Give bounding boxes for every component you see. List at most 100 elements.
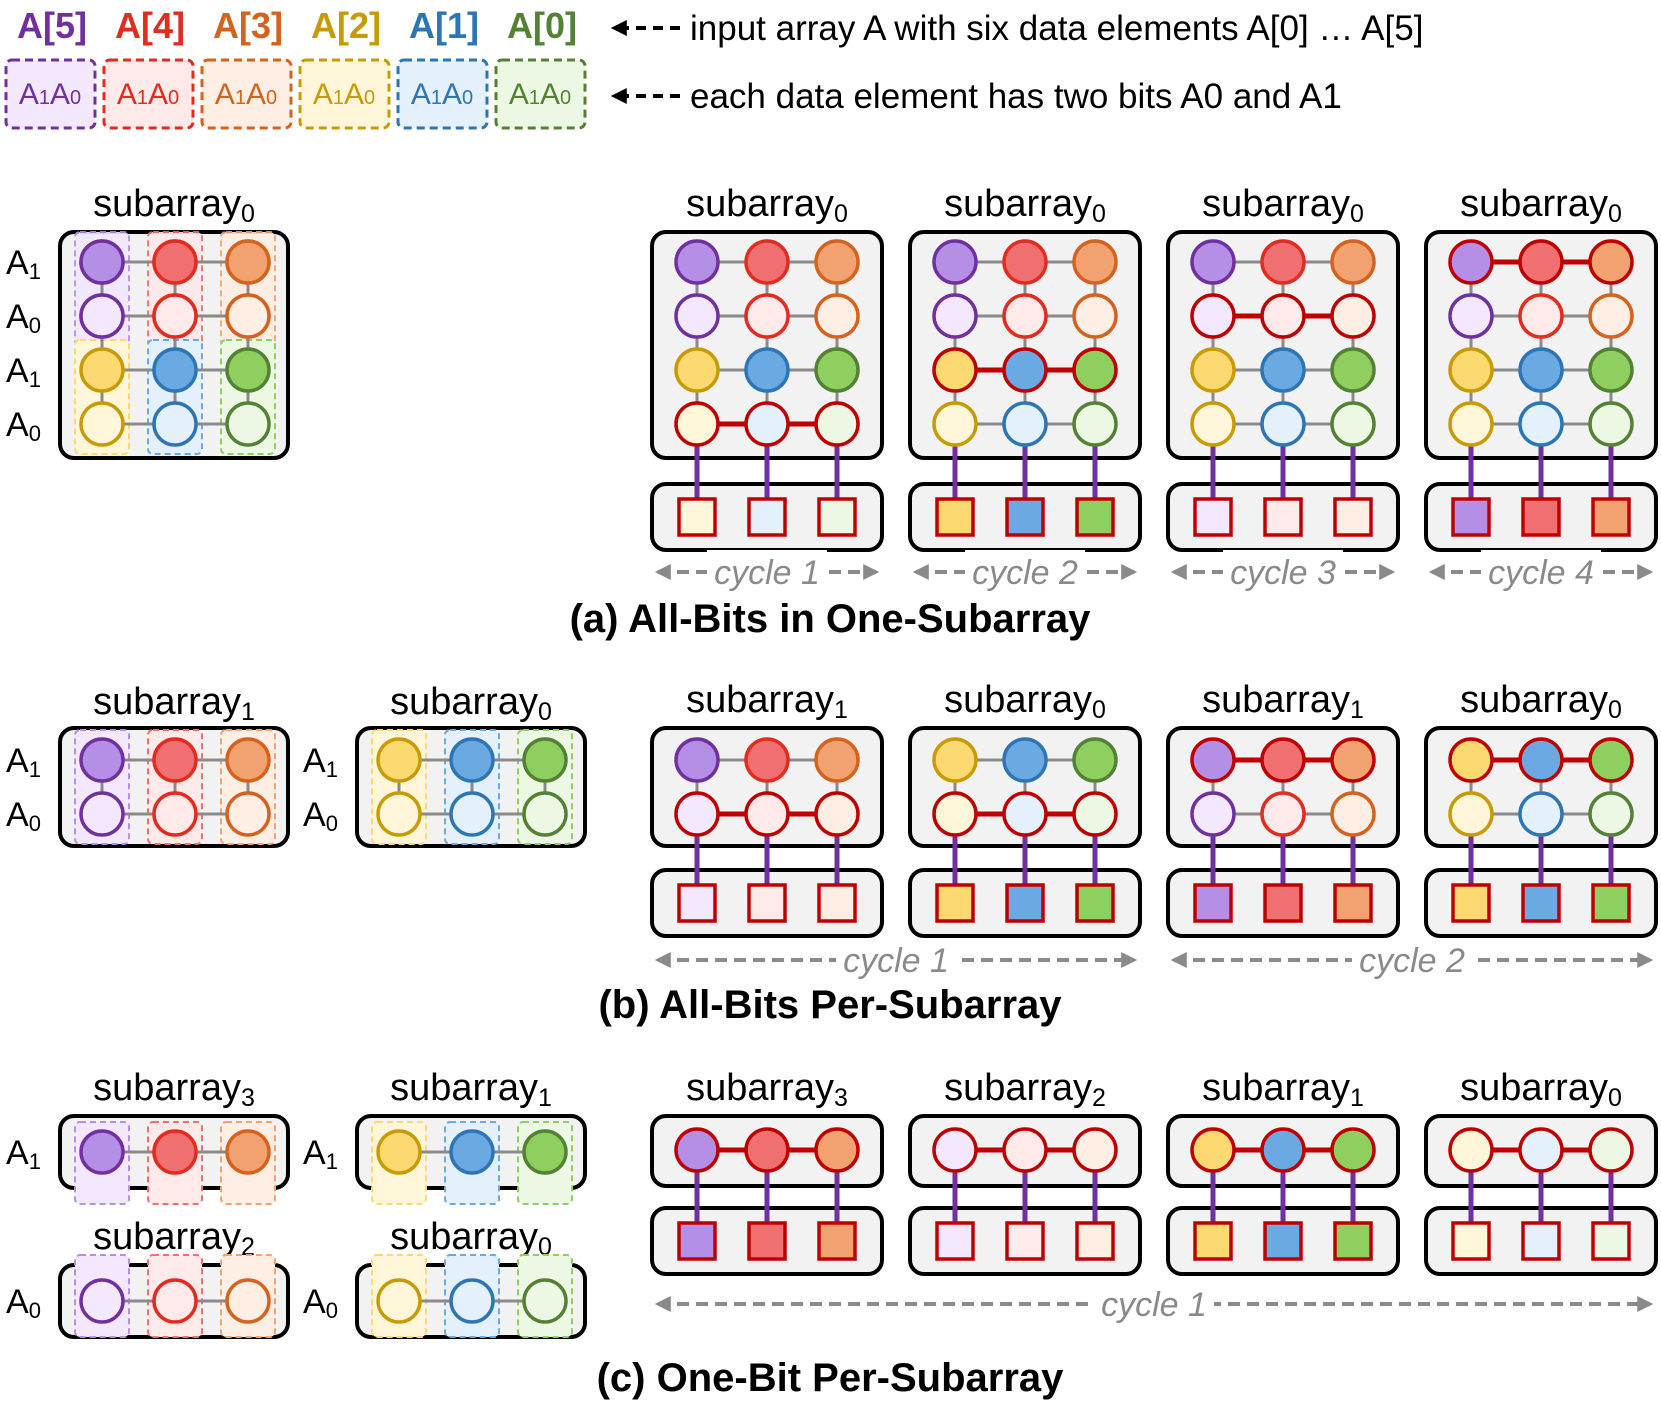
cell-circle [1448,239,1494,285]
cycle-label-bg [1352,938,1472,978]
cell-circle [225,791,271,837]
cell-circle [932,293,978,339]
legend-bit-box [200,58,293,130]
buffer-cell [1333,883,1373,923]
cycle-label: cycle 2 [972,554,1078,592]
cell-circle [522,737,568,783]
buffer-cell [1521,497,1561,537]
cell-circle [449,1278,495,1324]
cell-circle [1072,1127,1118,1173]
cell-circle [79,401,125,447]
cell-circle [522,1129,568,1175]
legend-element-label: A[4] [115,5,185,46]
cell-circle [1588,347,1634,393]
cell-circle [225,1278,271,1324]
cell-circle [1002,791,1048,837]
caption-c: (c) One-Bit Per-Subarray [597,1356,1065,1400]
cell-circle [1330,791,1376,837]
cell-circle [79,239,125,285]
cell-circle [1330,401,1376,447]
buffer-cell [1005,883,1045,923]
cell-circle [932,347,978,393]
legend-bits-text: each data element has two bits A0 and A1 [690,77,1342,116]
cell-circle [1330,1127,1376,1173]
cell-circle [1190,347,1236,393]
cell-circle [1260,239,1306,285]
cell-circle [1588,239,1634,285]
step-subarray-title: subarray0 [1460,183,1622,228]
cell-circle [1330,737,1376,783]
cell-circle [79,1129,125,1175]
buffer-cell [747,497,787,537]
row-label: A0 [6,298,41,338]
legend-bit-box-label: A1A0 [117,78,179,111]
cell-circle [1260,401,1306,447]
row-label: A0 [303,1283,338,1323]
cell-circle [449,737,495,783]
cell-circle [152,1129,198,1175]
cell-circle [674,347,720,393]
cell-circle [152,401,198,447]
layout-subarray-title: subarray1 [93,681,255,726]
layout-subarray-title: subarray0 [390,1216,552,1261]
cell-circle [814,791,860,837]
cell-circle [744,293,790,339]
legend-bit-box [4,58,97,130]
cycle-label: cycle 1 [714,554,820,592]
row-label: A0 [6,1283,41,1323]
cell-circle [1518,347,1564,393]
cell-circle [814,737,860,783]
cell-circle [1002,737,1048,783]
cell-circle [1072,239,1118,285]
cell-circle [152,347,198,393]
layout-subarray-title: subarray0 [93,183,255,228]
cell-circle [674,293,720,339]
buffer-cell [1263,497,1303,537]
cell-circle [1260,791,1306,837]
buffer-cell [677,497,717,537]
cell-circle [376,1278,422,1324]
cell-circle [744,347,790,393]
cell-circle [932,239,978,285]
buffer-cell [1333,497,1373,537]
row-label: A1 [6,1134,41,1174]
cell-circle [674,791,720,837]
cell-circle [932,1127,978,1173]
legend-input-text: input array A with six data elements A[0… [690,9,1423,48]
buffer-cell [1075,883,1115,923]
cell-circle [1518,737,1564,783]
cell-circle [1190,293,1236,339]
cell-circle [814,239,860,285]
cell-circle [1002,293,1048,339]
cell-circle [1518,293,1564,339]
cycle-label-bg [1481,550,1601,590]
legend-bit-box-label: A1A0 [19,78,81,111]
cell-circle [1260,1127,1306,1173]
cell-circle [1448,791,1494,837]
cell-circle [79,737,125,783]
cycle-label-bg [965,550,1085,590]
legend-bit-box [396,58,489,130]
legend-element-label: A[5] [17,5,87,46]
cell-circle [1588,1127,1634,1173]
legend-bit-box [298,58,391,130]
cell-circle [522,1278,568,1324]
cell-circle [1448,293,1494,339]
buffer-cell [747,1221,787,1261]
cycle-label-bg [707,550,827,590]
cell-circle [1190,1127,1236,1173]
row-label: A1 [6,742,41,782]
cell-circle [932,791,978,837]
cell-circle [1072,293,1118,339]
cell-circle [376,737,422,783]
step-subarray-title: subarray0 [944,183,1106,228]
legend-bit-box [102,58,195,130]
buffer-cell [1521,1221,1561,1261]
cell-circle [79,791,125,837]
cell-circle [814,401,860,447]
row-label: A1 [6,352,41,392]
cell-circle [1002,1127,1048,1173]
cell-circle [1448,1127,1494,1173]
